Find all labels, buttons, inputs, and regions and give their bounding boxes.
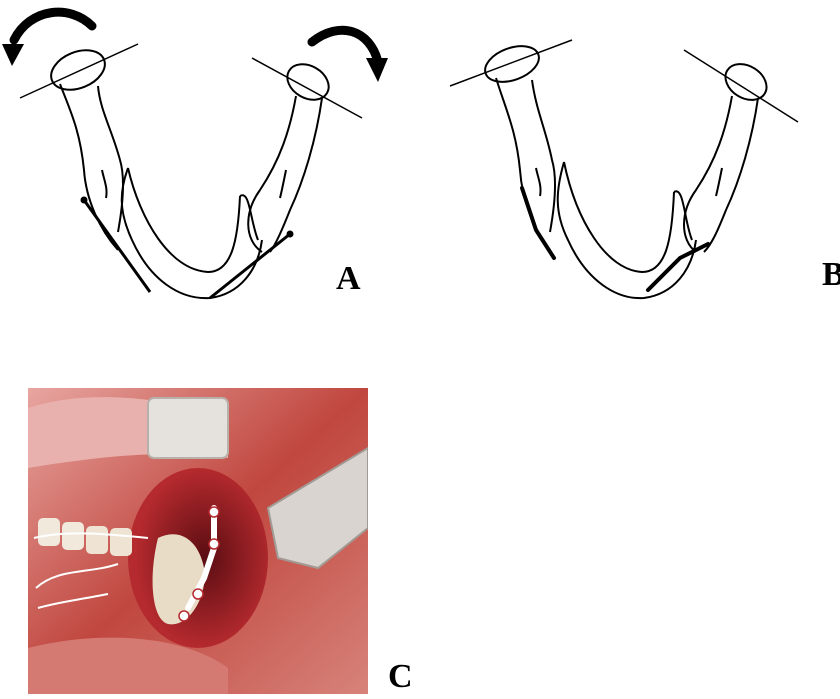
retractor-handle [148,398,228,458]
diagram-panel-b [430,0,840,320]
panel-label-b: B [822,258,840,292]
panel-label-a: A [336,262,361,296]
panel-label-c: C [388,660,413,694]
mandible-outline [45,43,335,298]
intraoperative-photo [28,388,368,694]
right-condyle-axis-line [684,50,798,122]
left-condyle-axis-line [20,44,138,98]
rotation-arrow-ccw-icon [2,12,92,66]
left-tangent-line [84,200,150,292]
right-condyle-axis-line [252,58,362,118]
fixation-plates [522,188,708,290]
